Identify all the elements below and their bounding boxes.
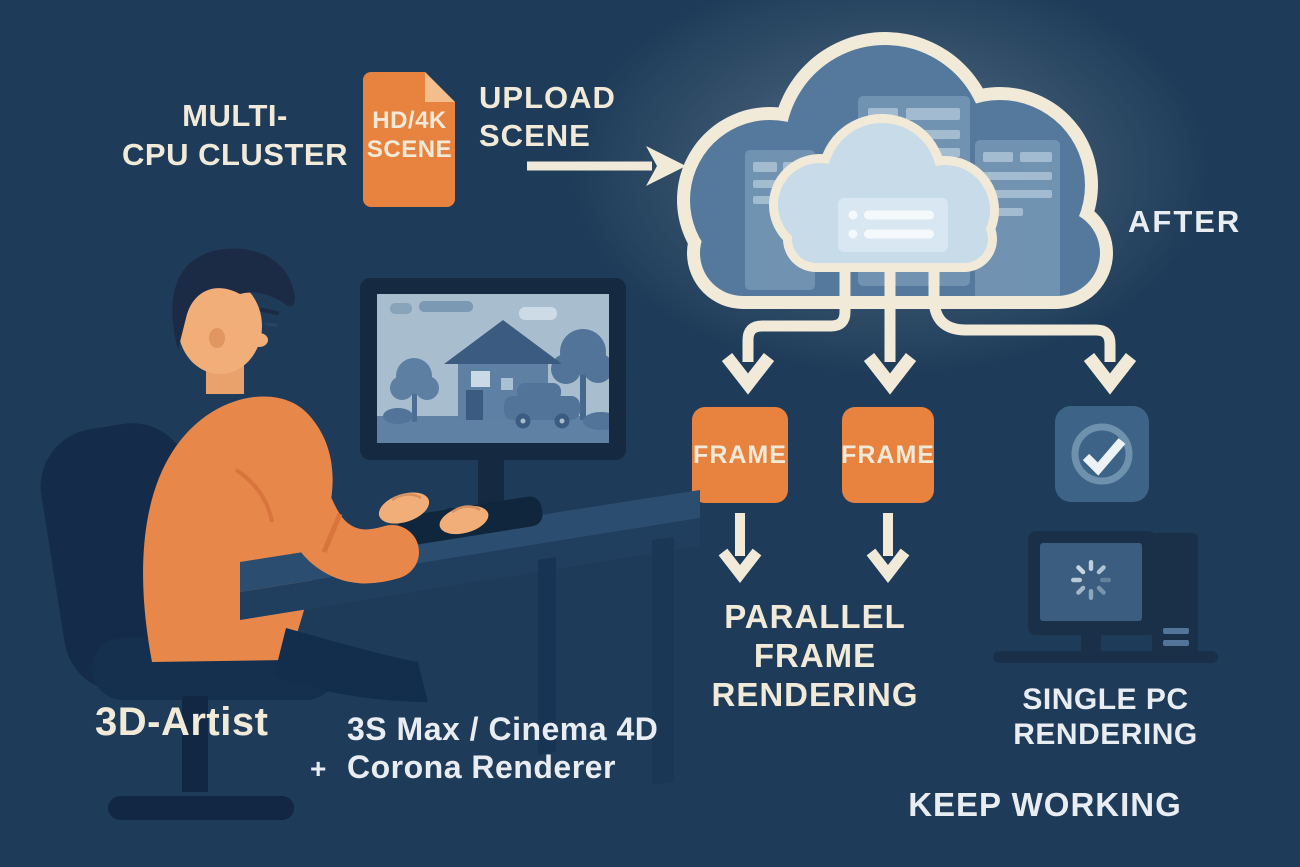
software-line2: Corona Renderer: [347, 749, 616, 785]
job-list-icon: [838, 198, 948, 252]
parallel-line1: PARALLEL: [724, 598, 906, 635]
software-line1: 3S Max / Cinema 4D: [347, 711, 659, 747]
parallel-line3: RENDERING: [711, 676, 919, 713]
scene-file-line2: SCENE: [366, 136, 453, 163]
car: [504, 383, 580, 429]
software-label: 3S Max / Cinema 4D + Corona Renderer: [310, 710, 658, 788]
artist-arm: [231, 401, 489, 584]
check-circle-icon: [1055, 406, 1149, 502]
after-label: AFTER: [1128, 204, 1242, 239]
single-pc-rendering-label: SINGLE PC RENDERING: [993, 682, 1218, 752]
scene-file-line1: HD/4K: [372, 107, 447, 134]
keep-working-label: KEEP WORKING: [908, 786, 1182, 823]
house-scene: [377, 301, 609, 443]
frame-box-label-1: FRAME: [693, 440, 787, 469]
tree-left: [390, 358, 439, 422]
document-icon: [363, 72, 455, 207]
frame-box-icon-1: [692, 407, 788, 503]
artist-name-label: 3D-Artist: [95, 700, 269, 744]
artist-monitor: [360, 278, 626, 524]
parallel-frame-rendering-label: PARALLEL FRAME RENDERING: [660, 597, 970, 714]
upload-line2: SCENE: [479, 118, 591, 153]
multi-cpu-line1: MULTI-: [182, 98, 288, 133]
frame-output-arrow-icons: [718, 513, 910, 583]
tree-right: [551, 329, 609, 420]
single-pc-line2: RENDERING: [1013, 718, 1198, 751]
plus-sign: +: [310, 753, 327, 784]
parallel-line2: FRAME: [753, 637, 877, 674]
multi-cpu-cluster-label: MULTI- CPU CLUSTER: [100, 96, 370, 174]
distribution-arrow-icons: [721, 268, 1137, 395]
artist-head: [172, 248, 295, 394]
upload-line1: UPLOAD: [479, 80, 616, 115]
cloud-render-farm-icon: [677, 32, 1113, 309]
scene-file-label: HD/4K SCENE: [363, 106, 456, 164]
software-line2-wrap: + Corona Renderer: [310, 748, 658, 788]
artist-at-desk-illustration: [40, 248, 700, 820]
frame-box-icon-2: [842, 407, 934, 503]
upload-arrow-icon: [527, 146, 686, 186]
upload-scene-label: UPLOAD SCENE: [479, 79, 616, 155]
loading-spinner-icon: [1071, 560, 1111, 600]
inner-cloud-icon: [769, 114, 999, 272]
frame-box-label-2: FRAME: [841, 440, 935, 469]
monitor-loading-icon: [993, 531, 1218, 663]
single-pc-line1: SINGLE PC: [1022, 683, 1189, 716]
multi-cpu-line2: CPU CLUSTER: [122, 137, 348, 172]
artist-legs: [274, 628, 428, 702]
